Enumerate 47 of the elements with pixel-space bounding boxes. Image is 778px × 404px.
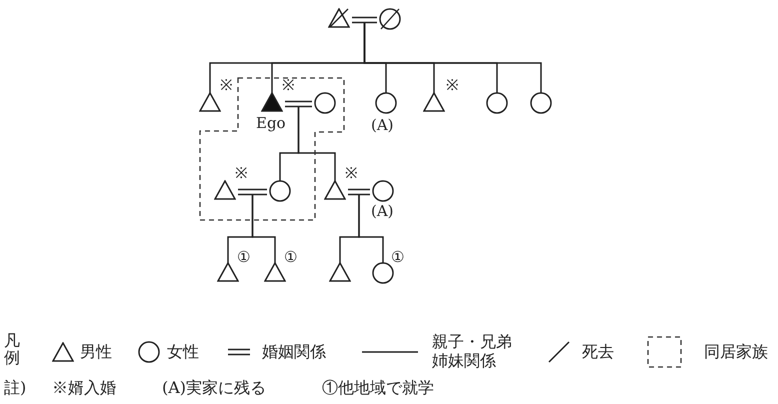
annotation-mark: (A) (371, 118, 394, 133)
male-triangle-symbol (423, 92, 445, 112)
female-circle-symbol (372, 180, 394, 202)
annotation-mark: ※ (282, 78, 295, 93)
annotation-mark: ※ (446, 78, 459, 93)
annotation-mark: ① (284, 250, 297, 265)
female-circle-symbol (379, 8, 401, 30)
female-circle-symbol (486, 92, 508, 114)
male-triangle-symbol (329, 262, 351, 282)
male-triangle-symbol (199, 92, 221, 112)
legend-label: 同居家族 (704, 342, 768, 362)
annotation-mark: Ego (256, 116, 286, 131)
female-circle-symbol (375, 92, 397, 114)
descent-line (364, 22, 542, 93)
annotation-mark: ① (391, 250, 404, 265)
note-heading: 註) (4, 378, 26, 398)
male-triangle-symbol (214, 180, 236, 200)
annotation-mark: ① (237, 250, 250, 265)
descent-line (358, 194, 384, 263)
male-triangle-symbol (264, 262, 286, 282)
marriage-line (347, 188, 371, 196)
legend-label: 男性 (80, 342, 112, 362)
legend-label: 死去 (582, 342, 614, 362)
annotation-mark: ※ (220, 78, 233, 93)
female-circle-symbol (314, 92, 336, 114)
male-triangle-symbol (324, 180, 346, 200)
legend-label: 親子・兄弟姉妹関係 (432, 332, 513, 370)
female-circle-symbol (269, 180, 291, 202)
male-triangle-symbol (328, 8, 350, 28)
legend-label: 婚姻関係 (262, 342, 326, 362)
note-text: (A)実家に残る (162, 378, 266, 398)
annotation-mark: (A) (371, 204, 394, 219)
male-triangle-symbol (217, 262, 239, 282)
legend-heading: 凡例 (4, 333, 20, 367)
annotation-mark: ※ (235, 166, 248, 181)
legend-label: 女性 (167, 342, 199, 362)
female-circle-symbol (372, 262, 394, 284)
ego-triangle-symbol (261, 92, 283, 112)
marriage-line (284, 100, 313, 108)
female-circle-symbol (530, 92, 552, 114)
marriage-line (351, 16, 378, 24)
note-text: ※婿入婚 (52, 378, 116, 398)
descent-line (252, 194, 276, 263)
annotation-mark: ※ (345, 166, 358, 181)
note-text: ①他地域で就学 (322, 378, 434, 398)
marriage-line (237, 188, 268, 196)
descent-line (298, 106, 336, 181)
